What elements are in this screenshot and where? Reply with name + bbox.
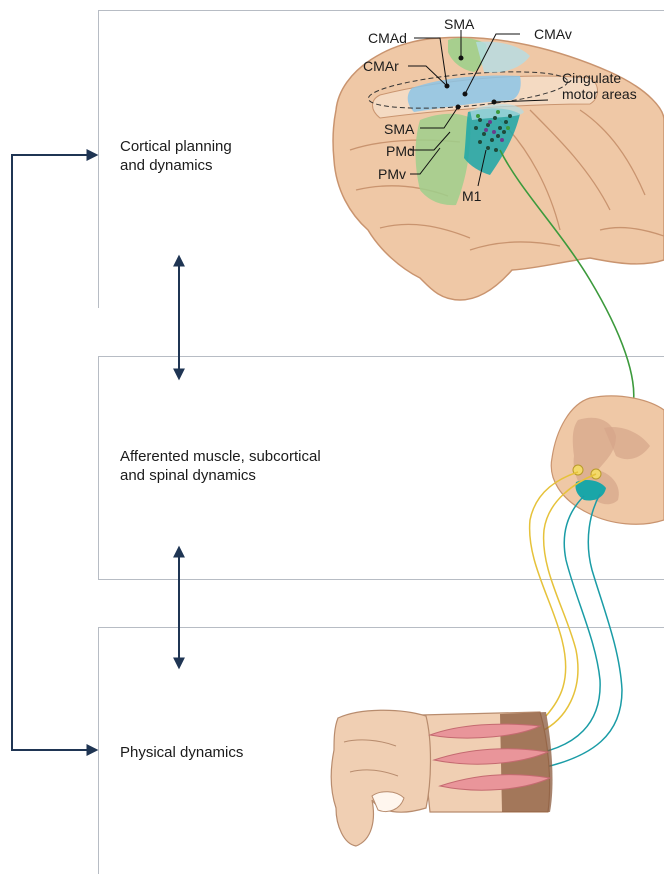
hand-illustration [331, 710, 552, 846]
label-m1: M1 [462, 188, 481, 204]
label-cmar: CMAr [363, 58, 399, 74]
label-pmd: PMd [386, 143, 415, 159]
label-cmav: CMAv [534, 26, 572, 42]
label-sma-lower: SMA [384, 121, 414, 137]
label-cingulate-motor-areas: Cingulate motor areas [562, 70, 637, 102]
feedback-loop-arrow [12, 155, 96, 750]
label-cmad: CMAd [368, 30, 407, 46]
label-sma-top: SMA [444, 16, 474, 32]
spinal-cord-section [551, 396, 664, 524]
label-pmv: PMv [378, 166, 406, 182]
